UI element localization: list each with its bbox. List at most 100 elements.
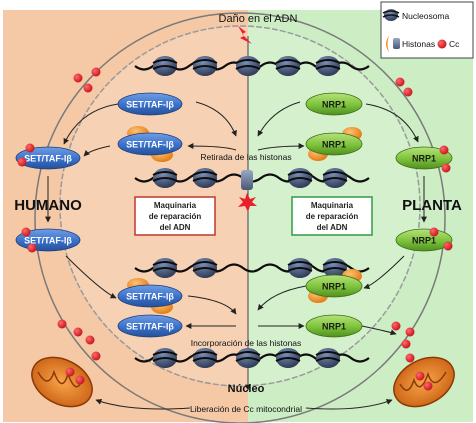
protein-label: SET/TAF-Iβ (126, 140, 174, 150)
nucleus-circle (34, 12, 446, 423)
nrp1-protein-2: NRP1 (305, 127, 363, 161)
repair-box-human: Maquinaria de reparación del ADN (134, 196, 216, 236)
cc-dot (57, 319, 67, 329)
protein-label: SET/TAF-Iβ (126, 322, 174, 332)
cc-dot (27, 243, 37, 253)
protein-label: NRP1 (412, 236, 436, 246)
legend-nucleosome: Nucleosoma (402, 11, 450, 21)
dna-strand-bottom-nucleosome-3 (275, 348, 301, 368)
nrp1-protein-4: NRP1 (395, 228, 453, 252)
cc-dot (21, 227, 31, 237)
cc-dot (85, 335, 95, 345)
dna-strand-repair-nucleosome-1 (192, 258, 218, 278)
mitochondrion-human (31, 356, 93, 408)
protein-label: SET/TAF-Iβ (24, 236, 72, 246)
svg-text:Maquinaria: Maquinaria (311, 201, 354, 210)
cc-dot (91, 351, 101, 361)
set-taf-protein-1: SET/TAF-Iβ (117, 92, 183, 116)
protein-label: NRP1 (322, 140, 346, 150)
cc-dot (391, 321, 401, 331)
cc-dots (17, 67, 453, 391)
protein-label: SET/TAF-Iβ (126, 100, 174, 110)
histone-eviction-label: Retirada de las histonas (200, 152, 291, 162)
set-taf-protein-2: SET/TAF-Iβ (117, 126, 183, 162)
dna-strand-bottom-nucleosome-4 (315, 348, 341, 368)
set-taf-protein-3: SET/TAF-Iβ (15, 146, 81, 170)
cc-dot (415, 371, 425, 381)
release-label: Liberación de Cc mitocondrial (190, 404, 302, 414)
dna-strands (134, 56, 370, 368)
dna-strand-top-nucleosome-4 (315, 56, 341, 76)
arrow-plant-6 (257, 285, 307, 311)
dna-strand-top-nucleosome-2 (235, 56, 261, 76)
legend: Nucleosoma Histonas Cc (380, 1, 474, 59)
arrow-plant-1 (257, 101, 301, 137)
dna-strand-eviction-nucleosome-2 (287, 168, 313, 188)
svg-text:de reparación: de reparación (149, 212, 202, 221)
dna-strand-bottom-nucleosome-2 (235, 348, 261, 368)
plant-label: PLANTA (402, 197, 462, 214)
arrow-human-7 (187, 295, 237, 315)
cc-dot (439, 145, 449, 155)
cc-dot (441, 163, 451, 173)
lightning-icon (238, 26, 252, 44)
cc-dot (83, 83, 93, 93)
cc-dot (73, 327, 83, 337)
pathway-arrows (45, 101, 427, 336)
dna-strand-eviction-nucleosome-1 (192, 168, 218, 188)
legend-cc: Cc (449, 39, 460, 49)
dna-strand-top-nucleosome-0 (152, 56, 178, 76)
arrow-plant-5 (363, 255, 405, 290)
proteins: SET/TAF-IβSET/TAF-IβSET/TAF-IβSET/TAF-Iβ… (15, 92, 453, 338)
dna-strand-bottom-nucleosome-1 (192, 348, 218, 368)
dna-strand-top-nucleosome-1 (192, 56, 218, 76)
cc-dot (25, 143, 35, 153)
set-taf-protein-5: SET/TAF-Iβ (117, 278, 183, 314)
arrow-plant-3 (365, 103, 419, 143)
cc-dot (75, 375, 85, 385)
cc-dot (443, 241, 453, 251)
arrow-human-4 (83, 145, 111, 157)
cc-dot (395, 77, 405, 87)
cc-dot (401, 339, 411, 349)
arrow-human-3 (63, 103, 119, 145)
arrow-plant-8 (361, 325, 397, 336)
set-taf-protein-6: SET/TAF-Iβ (117, 314, 183, 338)
release-arrow-left (95, 398, 191, 410)
dna-strand-eviction-nucleosome-3 (322, 168, 348, 188)
cc-dot (91, 67, 101, 77)
mitochondrion-plant (393, 356, 455, 408)
cc-dot (73, 73, 83, 83)
protein-label: SET/TAF-Iβ (24, 154, 72, 164)
dna-strand-repair-nucleosome-2 (287, 258, 313, 278)
arrow-human-2 (187, 143, 237, 151)
dna-strand-top-nucleosome-3 (275, 56, 301, 76)
cc-dot (65, 367, 75, 377)
cc-dot (405, 327, 415, 337)
histone-incorporation-label: Incorporación de las histonas (191, 338, 302, 348)
cc-dot (423, 381, 433, 391)
dna-strand-repair-nucleosome-3 (322, 258, 348, 278)
svg-text:Maquinaria: Maquinaria (154, 201, 197, 210)
protein-label: NRP1 (322, 322, 346, 332)
svg-text:del ADN: del ADN (317, 223, 348, 232)
cc-dot (403, 87, 413, 97)
protein-label: NRP1 (322, 100, 346, 110)
dna-strand-repair-nucleosome-0 (152, 258, 178, 278)
dna-strand-bottom-nucleosome-0 (152, 348, 178, 368)
cc-dot (429, 227, 439, 237)
cc-dot (17, 157, 27, 167)
dna-strand-eviction-nucleosome-0 (152, 168, 178, 188)
repair-box-plant: Maquinaria de reparación del ADN (291, 196, 373, 236)
arrow-plant-2 (257, 143, 305, 151)
removed-histone (241, 170, 253, 190)
protein-label: NRP1 (322, 282, 346, 292)
dna-damage-label: Daño en el ADN (219, 13, 298, 25)
svg-text:del ADN: del ADN (160, 223, 191, 232)
arrow-human-1 (195, 101, 237, 137)
arrow-human-6 (65, 255, 117, 299)
protein-label: SET/TAF-Iβ (126, 292, 174, 302)
cc-dot (405, 353, 415, 363)
legend-histones: Histonas (402, 39, 435, 49)
